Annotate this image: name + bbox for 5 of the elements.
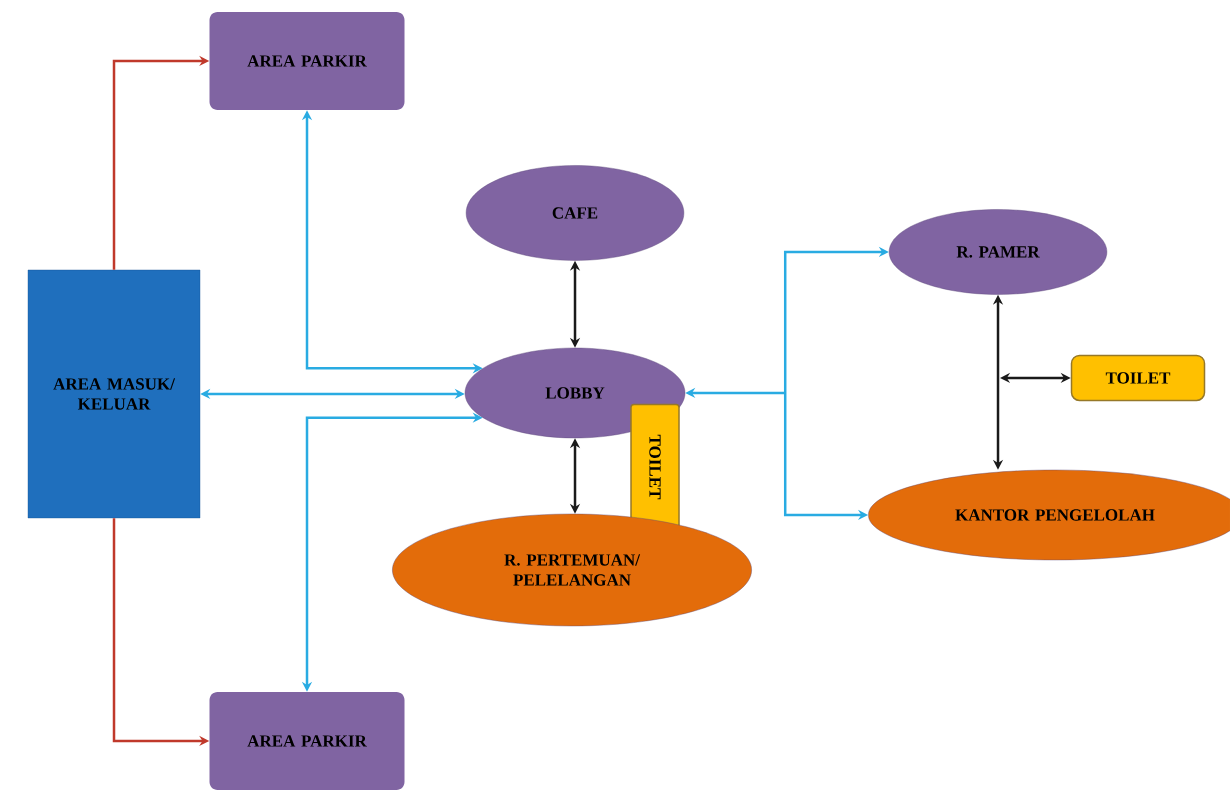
toilet-box: TOILET [1070,354,1206,402]
parking-box: AREA PARKIR [209,692,405,790]
toilet-box: TOILET [630,403,680,531]
entrance-box: AREA MASUK/ KELUAR [27,269,201,519]
parking-box: AREA PARKIR [209,12,405,110]
